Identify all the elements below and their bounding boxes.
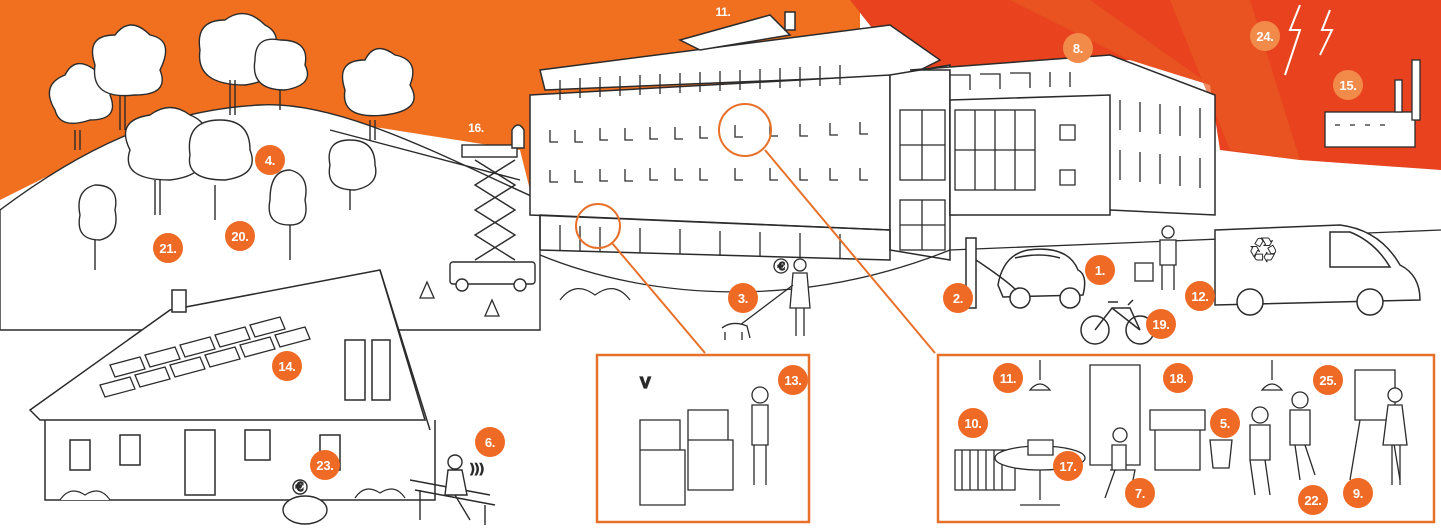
electric-car xyxy=(998,249,1085,308)
delivery-van: ♻ xyxy=(1215,225,1420,315)
marker-4: 4. xyxy=(255,145,285,175)
marker-1: 1. xyxy=(1085,255,1115,285)
chimney xyxy=(785,12,795,30)
bicycle xyxy=(1081,300,1154,344)
building-main xyxy=(530,75,890,230)
lift-worker xyxy=(512,125,524,148)
laptop xyxy=(1028,440,1053,455)
marker-3: 3. xyxy=(728,283,758,313)
piggy-bank: € xyxy=(283,480,327,524)
marker-15: 15. xyxy=(1333,70,1363,100)
marker-14: 14. xyxy=(272,351,302,381)
man-on-bench: ))) xyxy=(410,455,495,525)
building-side xyxy=(890,65,950,260)
marker-12: 12. xyxy=(1185,281,1215,311)
marker-11-roof: 11. xyxy=(710,2,736,22)
marker-7: 7. xyxy=(1125,478,1155,508)
marker-19: 19. xyxy=(1146,309,1176,339)
dog xyxy=(722,323,750,340)
marker-21: 21. xyxy=(153,233,183,263)
marker-11-office: 11. xyxy=(993,363,1023,393)
marker-9: 9. xyxy=(1343,478,1373,508)
annex-front xyxy=(950,95,1110,215)
marker-6: 6. xyxy=(475,427,505,457)
marker-18: 18. xyxy=(1163,363,1193,393)
marker-22: 22. xyxy=(1298,485,1328,515)
recycle-bin xyxy=(1210,440,1232,468)
euro-coin-icon: € xyxy=(296,480,304,494)
house-chimney xyxy=(172,290,186,312)
marker-25: 25. xyxy=(1313,365,1343,395)
marker-17: 17. xyxy=(1053,451,1083,481)
marker-16: 16. xyxy=(462,118,490,138)
marker-5: 5. xyxy=(1210,408,1240,438)
marker-10: 10. xyxy=(958,408,988,438)
euro-coin-icon: € xyxy=(778,260,785,273)
marker-24: 24. xyxy=(1250,21,1280,51)
worker xyxy=(1135,226,1176,290)
marker-20: 20. xyxy=(225,221,255,251)
wifi-icon: ))) xyxy=(470,462,484,476)
marker-23: 23. xyxy=(310,450,340,480)
marker-2: 2. xyxy=(943,283,973,313)
recycle-icon: ♻ xyxy=(1248,231,1278,271)
marker-8: 8. xyxy=(1063,33,1093,63)
marker-13: 13. xyxy=(778,365,808,395)
printer xyxy=(1150,410,1205,470)
bank-logo-icon: V xyxy=(640,375,651,392)
lift-platform xyxy=(462,145,517,157)
